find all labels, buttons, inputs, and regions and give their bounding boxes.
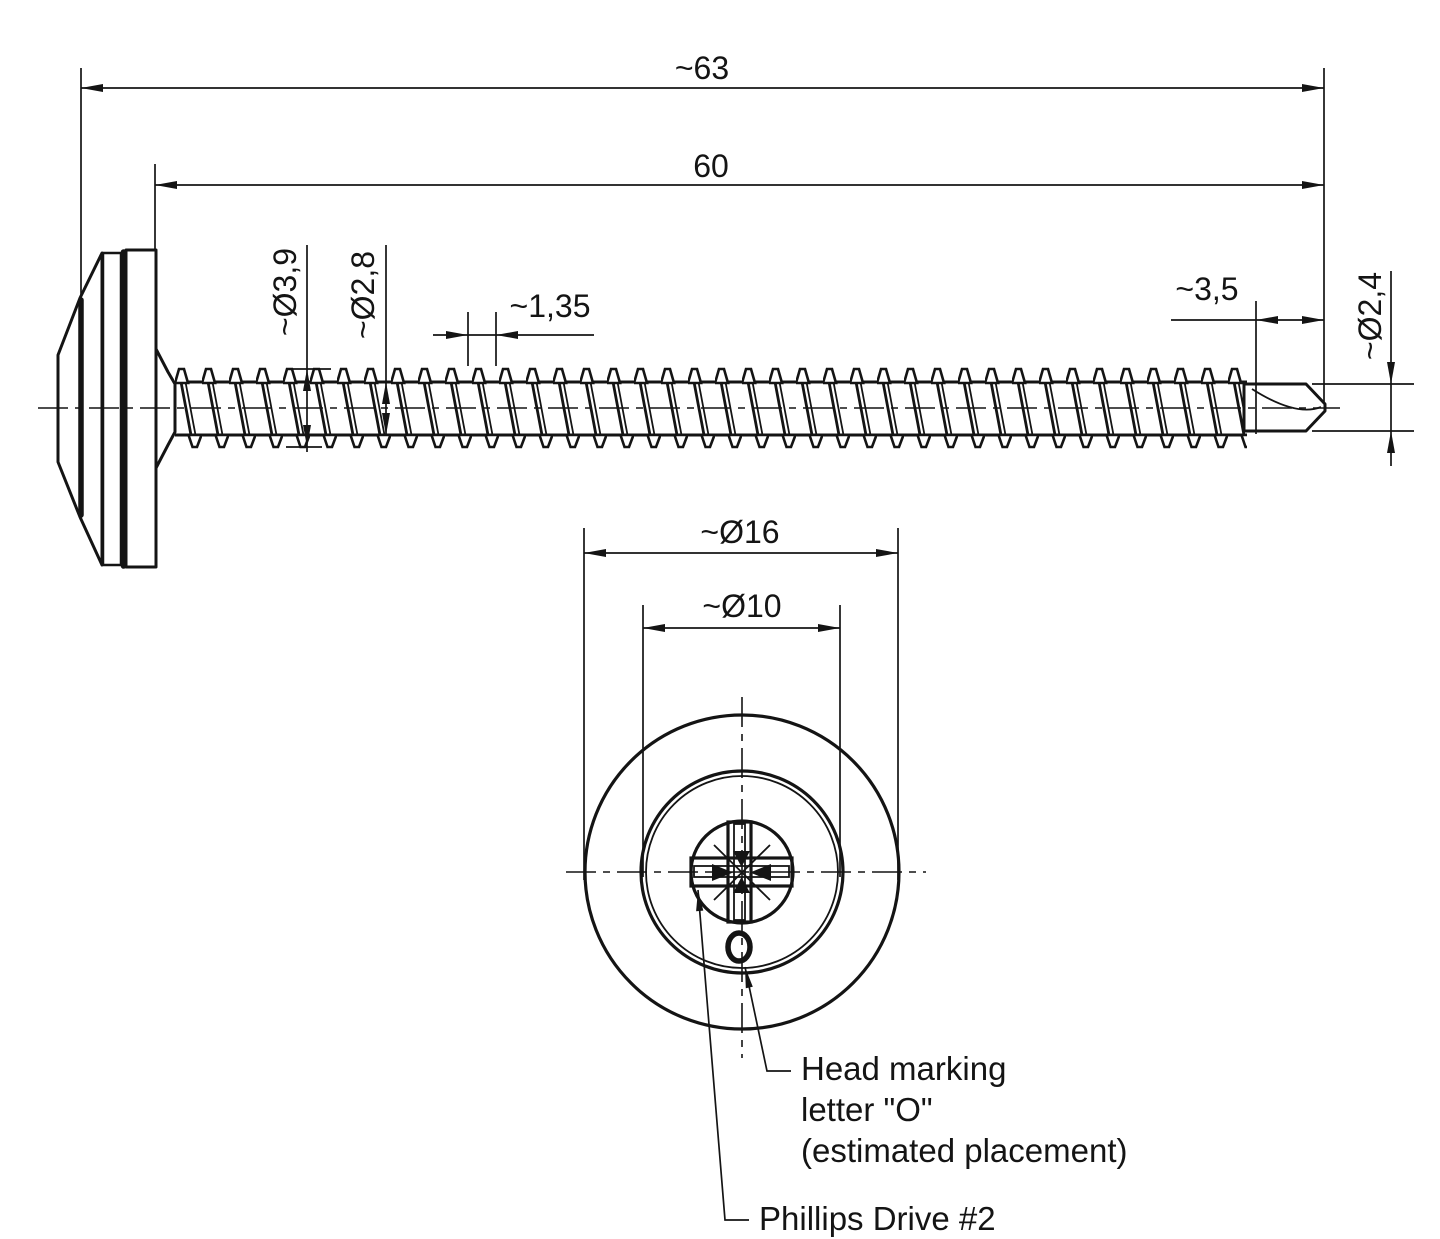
head-marking-label-line2: letter "O" bbox=[801, 1091, 933, 1128]
dim-head-diameter-text: ~Ø16 bbox=[700, 514, 779, 550]
dim-thread-major-diameter-text: ~Ø3,9 bbox=[267, 248, 303, 336]
dim-point-length-text: ~3,5 bbox=[1175, 271, 1238, 307]
phillips-leader bbox=[697, 889, 749, 1221]
dimension-thread-core-diameter: ~Ø2,8 bbox=[345, 245, 390, 435]
head-marking-label-line1: Head marking bbox=[801, 1050, 1006, 1087]
side-view: ~63 60 ~Ø3,9 ~Ø2,8 bbox=[38, 50, 1414, 569]
dim-thread-length-text: 60 bbox=[693, 148, 729, 184]
head-marking-leader-arrow bbox=[745, 967, 753, 989]
dimension-point-length: ~3,5 bbox=[1171, 271, 1324, 434]
head-washer-section bbox=[101, 251, 123, 567]
recess-facet-bottom bbox=[733, 877, 750, 893]
phillips-drive-label: Phillips Drive #2 bbox=[759, 1200, 996, 1237]
dimension-point-diameter: ~Ø2,4 bbox=[1312, 271, 1414, 466]
dim-thread-pitch-text: ~1,35 bbox=[510, 288, 591, 324]
dimension-thread-length: 60 bbox=[154, 148, 1324, 249]
head-marking-leader bbox=[744, 966, 791, 1072]
callout-head-marking: Head marking letter "O" (estimated place… bbox=[744, 966, 1127, 1169]
dim-thread-core-diameter-text: ~Ø2,8 bbox=[345, 251, 381, 339]
front-view: ~Ø16 ~Ø10 Head marking letter "O" (estim… bbox=[566, 514, 1127, 1237]
phillips-leader-arrow bbox=[696, 890, 704, 912]
head-marking-label-line3: (estimated placement) bbox=[801, 1132, 1127, 1169]
dim-overall-length-text: ~63 bbox=[675, 50, 729, 86]
dim-recess-ring-diameter-text: ~Ø10 bbox=[702, 588, 781, 624]
dimension-overall-length: ~63 bbox=[80, 50, 1325, 402]
dimension-head-diameter: ~Ø16 bbox=[583, 514, 899, 880]
dimension-thread-pitch: ~1,35 bbox=[433, 288, 594, 366]
head-marking-letter-o bbox=[725, 930, 753, 964]
dim-point-diameter-text: ~Ø2,4 bbox=[1352, 272, 1388, 360]
callout-phillips-drive: Phillips Drive #2 bbox=[696, 889, 996, 1237]
dimension-recess-ring-diameter: ~Ø10 bbox=[642, 588, 841, 877]
dimension-thread-major-diameter: ~Ø3,9 bbox=[267, 245, 331, 452]
